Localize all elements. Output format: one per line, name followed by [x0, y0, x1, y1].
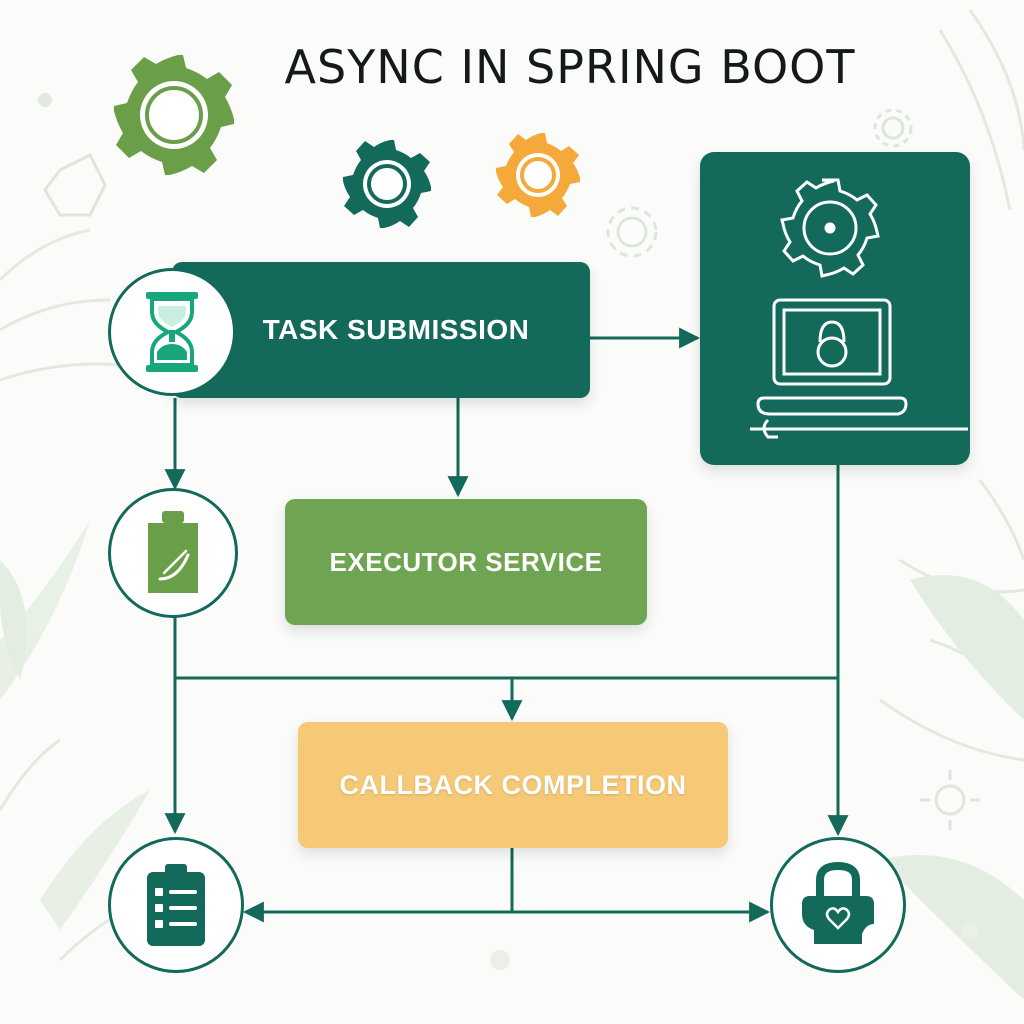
executor-service-node: EXECUTOR SERVICE — [285, 499, 647, 625]
server-panel — [700, 152, 970, 465]
secure-icon-circle — [770, 837, 906, 973]
task-submission-label: TASK SUBMISSION — [262, 314, 530, 345]
gear-icon — [496, 133, 580, 217]
hourglass-icon — [146, 292, 198, 372]
gear-icon — [114, 55, 234, 175]
gear-computer-lock-icon — [750, 178, 968, 439]
result-icon-circle — [108, 837, 244, 973]
task-submission-node: TASK SUBMISSION — [172, 262, 590, 398]
executor-service-label: EXECUTOR SERVICE — [329, 546, 603, 577]
lock-heart-icon — [802, 862, 874, 944]
gear-icon — [343, 140, 431, 228]
callback-completion-node: CALLBACK COMPLETION — [298, 722, 728, 848]
page-title: ASYNC IN SPRING BOOT — [284, 40, 856, 94]
checklist-icon — [147, 864, 205, 946]
clipboard-pencil-icon — [148, 511, 198, 593]
task-icon-circle — [108, 268, 236, 396]
callback-completion-label: CALLBACK COMPLETION — [339, 769, 687, 800]
thread-icon-circle — [108, 488, 238, 618]
